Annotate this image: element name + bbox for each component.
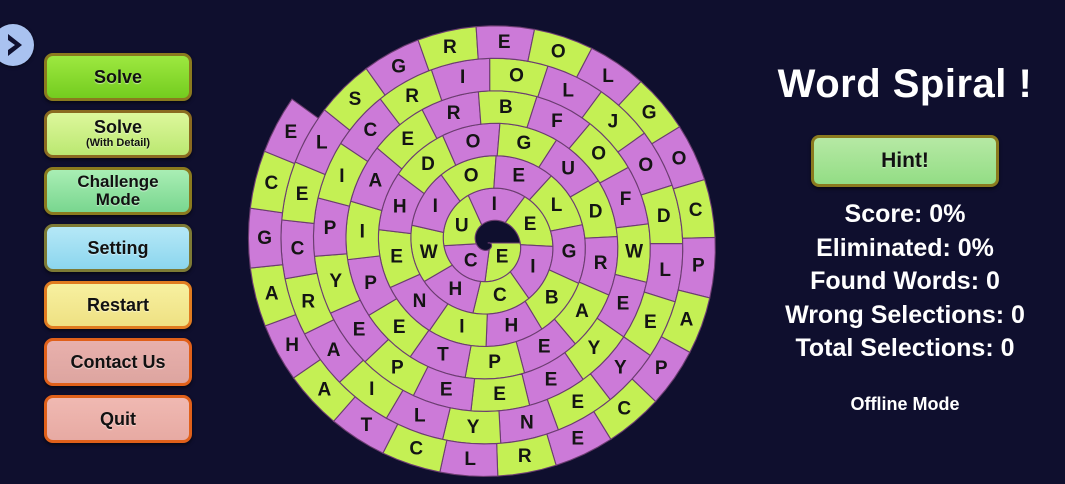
spiral-cell[interactable] — [280, 219, 318, 280]
spiral-cell[interactable] — [439, 439, 499, 477]
spiral-cell[interactable] — [464, 340, 526, 380]
menu-button-sublabel: (With Detail) — [85, 137, 151, 150]
spiral-cell[interactable] — [441, 407, 502, 445]
stats-list: Score: 0% Eliminated: 0% Found Words: 0 Wro… — [745, 199, 1065, 364]
hint-button[interactable]: Hint! — [811, 135, 999, 187]
spiral-cell[interactable] — [247, 207, 284, 269]
right-panel: Word Spiral ! Hint! Score: 0% Eliminated:… — [745, 0, 1065, 476]
menu-button-label: Setting — [87, 237, 149, 258]
page-title: Word Spiral ! — [777, 62, 1033, 106]
collapse-panel-arrow-button[interactable] — [0, 24, 34, 66]
menu-button-label: Challenge — [77, 172, 159, 192]
spiral-cell[interactable] — [345, 200, 383, 261]
spiral-cell[interactable] — [614, 223, 651, 284]
menu-button-setting[interactable]: Setting — [44, 224, 192, 272]
menu-button-label: Solve — [93, 66, 143, 87]
menu-button-label: Contact Us — [70, 351, 166, 372]
menu-button-solve-detail[interactable]: Solve(With Detail) — [44, 110, 192, 158]
offline-mode-label: Offline Mode — [850, 393, 960, 414]
spiral-cell[interactable] — [263, 98, 320, 165]
menu-button-label: Solve — [93, 117, 143, 138]
menu-button-contact[interactable]: Contact Us — [44, 338, 192, 386]
spiral-cell[interactable] — [475, 25, 536, 62]
spiral-cell[interactable] — [477, 90, 538, 129]
menu-button-label: Restart — [86, 294, 150, 315]
menu-button-solve[interactable]: Solve — [44, 53, 192, 101]
chevron-right-icon — [0, 32, 26, 58]
spiral-cell[interactable] — [470, 373, 531, 412]
spiral-cell[interactable] — [677, 236, 716, 299]
stat-wrong-selections: Wrong Selections: 0 — [785, 300, 1025, 329]
stat-total-selections: Total Selections: 0 — [795, 334, 1015, 362]
menu-button-sublabel: Mode — [95, 190, 141, 209]
stat-score: Score: 0% — [844, 200, 966, 228]
menu-button-restart[interactable]: Restart — [44, 281, 192, 329]
stat-eliminated: Eliminated: 0% — [816, 233, 994, 262]
spiral-cell[interactable] — [312, 197, 351, 257]
stat-found-words: Found Words: 0 — [810, 267, 1000, 295]
menu-button-label: Quit — [100, 408, 136, 429]
menu-button-quit[interactable]: Quit — [44, 395, 192, 443]
